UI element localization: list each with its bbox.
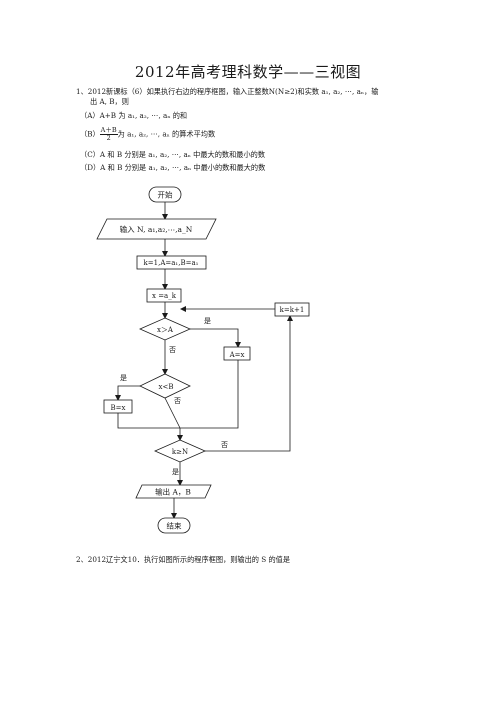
end-label: 结束 (167, 521, 182, 531)
init-label: k=1,A=a₁,B=a₁ (144, 259, 199, 267)
question-1-text: 1、2012新课标（6）如果执行右边的程序框图，输入正整数N(N≥2)和实数 a… (76, 87, 379, 96)
assign-x-label: x =a_k (152, 292, 177, 300)
cond-b-label: x<B (159, 383, 174, 391)
output-parallelogram (135, 484, 212, 499)
input-label: 输入 N, a₁,a₂,⋯,a_N (120, 224, 193, 234)
no-b-label: 否 (174, 397, 181, 405)
set-a-label: A=x (229, 351, 245, 359)
yes-b-label: 是 (120, 374, 127, 382)
cond-a-label: x＞A (157, 326, 174, 334)
output-label: 输出 A，B (155, 487, 191, 497)
no-k-label: 否 (221, 441, 228, 449)
yes-a-label: 是 (204, 317, 211, 325)
option-c: （C）A 和 B 分别是 a₁, a₂, ⋯, aₙ 中最大的数和最小的数 (80, 150, 266, 159)
fraction-numerator: A＋B (99, 126, 118, 135)
init-box (136, 255, 207, 270)
question-2-text: 2、2012辽宁文10．执行如图所示的程序框图，则输出的 S 的值是 (76, 555, 291, 564)
yes-k-label: 是 (172, 468, 179, 476)
option-b-prefix: （B） (80, 129, 100, 139)
option-d: （D）A 和 B 分别是 a₁, a₂, ⋯, aₙ 中最小的数和最大的数 (80, 163, 266, 172)
start-label: 开始 (158, 190, 173, 200)
no-a-label: 否 (169, 346, 176, 354)
fraction-denominator: 2 (106, 134, 111, 142)
set-b-label: B=x (111, 404, 126, 412)
assign-x-box (146, 288, 182, 303)
input-parallelogram (96, 218, 217, 240)
question-1-text-continued: 出 A, B，则 (90, 97, 129, 106)
set-a-box (223, 346, 251, 361)
page-title: 2012年高考理科数学——三视图 (134, 63, 362, 81)
increment-k-box (274, 302, 310, 317)
end-terminal (157, 517, 191, 534)
option-a: （A）A+B 为 a₁, a₂, ⋯, aₙ 的和 (80, 111, 188, 120)
cond-k-label: k≥N (172, 448, 188, 456)
increment-label: k=k+1 (280, 306, 305, 314)
option-b-suffix: 为 a₁, a₂, ⋯, aₙ 的算术平均数 (117, 129, 216, 139)
